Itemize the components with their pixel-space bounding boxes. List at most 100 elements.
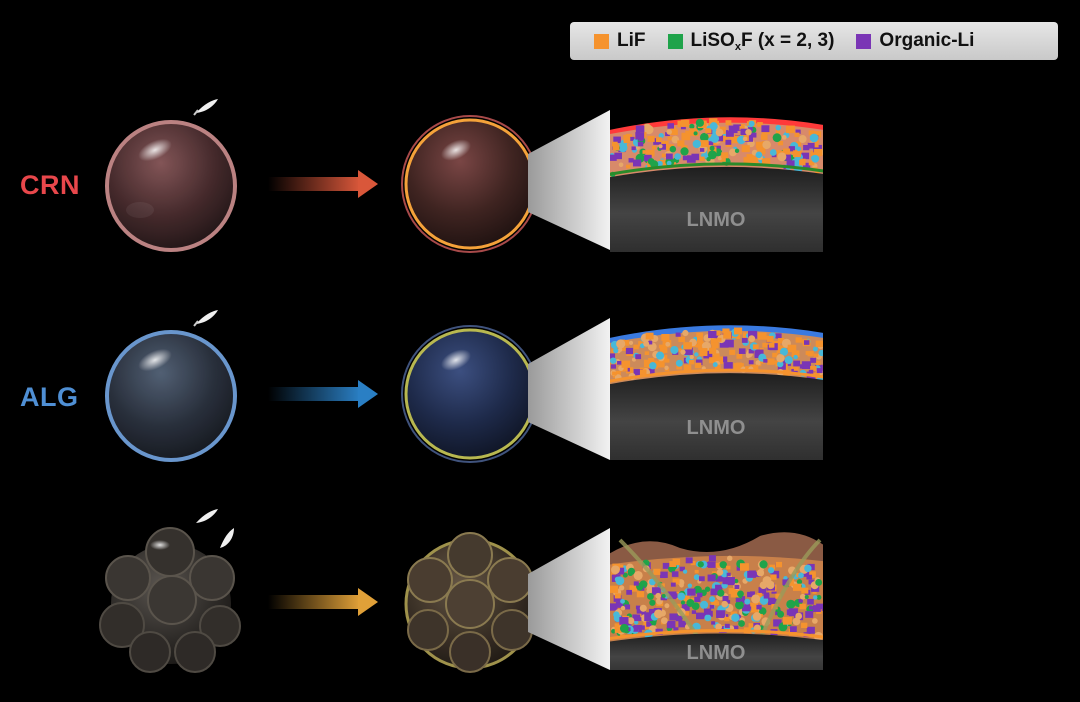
inset-particle xyxy=(806,574,813,580)
inset-particle xyxy=(694,569,699,574)
row3-bare-particle xyxy=(99,527,241,673)
inset-particle xyxy=(735,597,741,603)
inset-alg: LNMO xyxy=(610,318,823,460)
inset-particle xyxy=(680,349,686,355)
legend-label-organic: Organic-Li xyxy=(879,30,975,51)
inset-particle xyxy=(725,130,734,137)
inset-particle xyxy=(694,362,702,369)
inset-particle xyxy=(726,565,731,570)
drop-icon xyxy=(193,310,218,327)
inset-particle xyxy=(716,337,722,342)
inset-particle xyxy=(649,599,656,606)
inset-particle xyxy=(728,125,738,134)
inset-particle xyxy=(619,617,629,625)
inset-particle xyxy=(643,340,650,347)
inset-particle xyxy=(646,149,655,157)
inset-particle xyxy=(675,359,683,367)
inset-particle xyxy=(748,623,757,630)
inset-particle xyxy=(714,562,721,568)
inset-particle xyxy=(621,346,627,351)
inset-particle xyxy=(626,164,631,169)
inset-particle xyxy=(622,340,630,346)
inset-particle xyxy=(724,616,730,622)
inset-particle xyxy=(695,118,705,127)
inset-particle xyxy=(666,620,676,629)
inset-particle xyxy=(695,359,703,366)
inset-particle xyxy=(792,583,802,591)
inset-particle xyxy=(719,561,727,569)
inset-particle xyxy=(635,354,642,360)
inset-particle xyxy=(705,128,712,134)
inset-particle xyxy=(709,118,718,126)
inset-particle xyxy=(756,604,762,610)
inset-particle xyxy=(708,555,716,562)
inset-particle xyxy=(738,620,745,627)
inset-particle xyxy=(667,591,677,600)
inset-particle xyxy=(709,596,716,603)
inset-particle xyxy=(635,125,645,133)
inset-particle xyxy=(736,362,742,368)
inset-particle xyxy=(738,348,746,354)
inset-particle xyxy=(757,332,767,340)
inset-particle xyxy=(792,617,801,626)
inset-particle xyxy=(613,595,622,602)
inset-particle xyxy=(720,356,728,363)
inset-particle xyxy=(628,340,634,345)
inset-particle xyxy=(734,148,740,154)
legend-swatch-organic xyxy=(856,33,872,49)
inset-particle xyxy=(788,608,798,617)
inset-particle xyxy=(773,619,782,627)
inset-particle xyxy=(691,153,700,161)
inset-particle xyxy=(711,621,716,625)
inset-particle xyxy=(692,139,701,149)
inset-particle xyxy=(815,360,821,366)
inset-particle xyxy=(785,125,795,134)
inset-particle xyxy=(745,128,752,136)
inset-particle xyxy=(752,344,759,350)
row-3: LNMO xyxy=(99,509,823,673)
inset-particle xyxy=(614,152,622,160)
inset-particle xyxy=(782,617,792,625)
inset-particle xyxy=(796,579,803,585)
inset-particle xyxy=(683,342,692,350)
inset-particle xyxy=(715,357,722,363)
inset-particle xyxy=(786,599,796,609)
inset-particle xyxy=(666,129,672,135)
inset-particle xyxy=(664,603,670,609)
crn-bare-particle xyxy=(105,120,237,252)
inset-particle xyxy=(768,342,775,348)
inset-particle xyxy=(750,364,759,372)
inset-particle xyxy=(715,364,721,370)
inset-particle xyxy=(710,158,715,164)
inset-particle xyxy=(685,557,693,564)
inset-particle xyxy=(614,626,623,633)
inset-particle xyxy=(793,366,799,371)
inset-particle xyxy=(611,628,616,634)
inset-particle xyxy=(670,582,676,587)
inset-particle xyxy=(760,134,768,140)
inset-particle xyxy=(632,614,641,622)
inset-particle xyxy=(675,615,683,622)
inset-particle xyxy=(653,568,661,575)
inset-particle xyxy=(667,123,675,129)
inset-particle xyxy=(777,610,785,618)
inset-particle xyxy=(809,606,814,610)
inset-particle xyxy=(795,129,801,134)
legend-item-organic: Organic-Li xyxy=(856,30,974,52)
inset-particle xyxy=(690,561,696,566)
inset-particle xyxy=(805,611,814,618)
inset-particle xyxy=(788,146,795,152)
inset-particle xyxy=(656,137,662,143)
inset-particle xyxy=(758,587,767,594)
inset-particle xyxy=(748,120,755,127)
inset-particle xyxy=(665,341,671,347)
inset-particle xyxy=(799,593,806,600)
inset-particle xyxy=(766,580,775,590)
inset-particle xyxy=(752,612,762,621)
inset-particle xyxy=(813,143,819,148)
inset-particle xyxy=(686,599,695,607)
inset-particle xyxy=(795,612,803,620)
legend: LiF LiSOxF (x = 2, 3) Organic-Li xyxy=(570,22,1058,60)
inset-particle xyxy=(763,593,770,599)
inset-particle xyxy=(815,340,823,348)
